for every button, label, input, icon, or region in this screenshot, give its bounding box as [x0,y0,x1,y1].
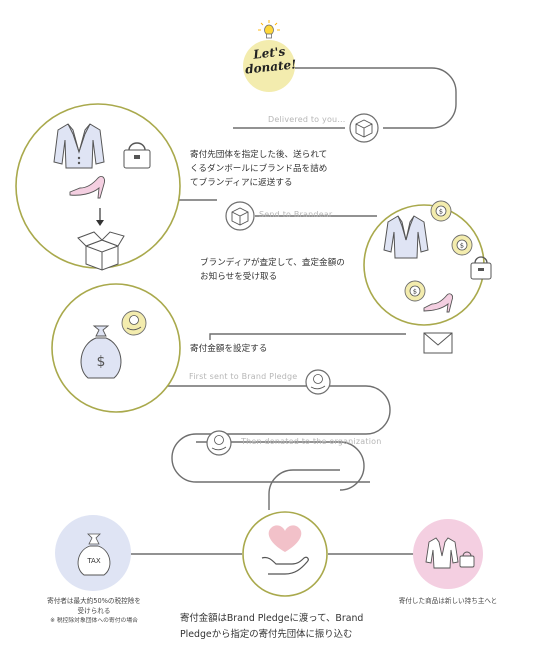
handbag-icon [123,142,151,169]
money-bubble-icon: $ [451,234,473,256]
final-circle [242,511,328,597]
step-label-then-donated: Then donated to the organization [241,437,382,446]
arrow-down-icon [96,208,104,226]
jacket-icon [53,123,105,169]
step-label-delivered: Delivered to you... [268,115,346,124]
svg-text:$: $ [413,288,417,296]
open-box-icon [77,231,125,271]
step1-description: 寄付先団体を指定した後、送られて くるダンボールにブランド品を詰め てブランディ… [190,148,327,190]
heart-hand-icon [261,525,309,575]
tax-line1: 寄付者は最大約50%の税控除を [47,597,141,605]
final-line1: 寄付金額はBrand Pledgeに渡って、Brand [180,613,364,624]
svg-text:$: $ [439,208,443,216]
money-bubble-icon: $ [404,280,426,302]
svg-text:$: $ [460,242,464,250]
step2-line2: お知らせを受け取る [200,272,278,282]
tax-bag-icon: TAX [77,533,111,576]
tax-line2: 受けられる [77,607,111,615]
box-icon [349,113,379,143]
high-heel-icon [423,293,453,313]
jacket-icon [383,215,429,259]
step1-line3: てブランディアに返送する [190,178,293,188]
step-label-send-to-brandear: Send to Brandear [259,210,333,219]
box-icon [225,201,255,231]
step1-line2: くるダンボールにブランド品を詰め [190,164,328,174]
svg-text:$: $ [97,354,106,370]
final-description: 寄付金額はBrand Pledgeに渡って、Brand Pledgeから指定の寄… [180,611,363,643]
handbag-icon [459,551,475,568]
handbag-icon [470,256,492,280]
jacket-icon [425,537,459,569]
coin-hand-icon [305,369,331,395]
coin-hand-icon [206,430,232,456]
lightbulb-icon [258,20,280,39]
tax-note: ※ 税控除対象団体への寄付の場合 [50,618,138,624]
step2-description: ブランディアが査定して、査定金額の お知らせを受け取る [200,256,345,284]
money-bubble-icon: $ [430,200,452,222]
svg-text:TAX: TAX [86,557,101,565]
final-line2: Pledgeから指定の寄付先団体に振り込む [180,629,353,640]
reuse-description: 寄付した商品は新しい持ち主へと [398,597,498,605]
money-bag-icon: $ [80,325,122,379]
high-heel-icon [69,175,105,199]
coin-hand-bubble-icon [121,310,147,336]
step-label-first-sent: First sent to Brand Pledge [189,372,298,381]
step1-line1: 寄付先団体を指定した後、送られて [190,150,328,160]
title-circle [243,40,295,92]
envelope-icon [423,332,453,354]
step3-description: 寄付金額を設定する [190,344,268,354]
tax-description: 寄付者は最大約50%の税控除を 受けられる ※ 税控除対象団体への寄付の場合 [18,596,170,626]
step2-line1: ブランディアが査定して、査定金額の [200,258,345,268]
